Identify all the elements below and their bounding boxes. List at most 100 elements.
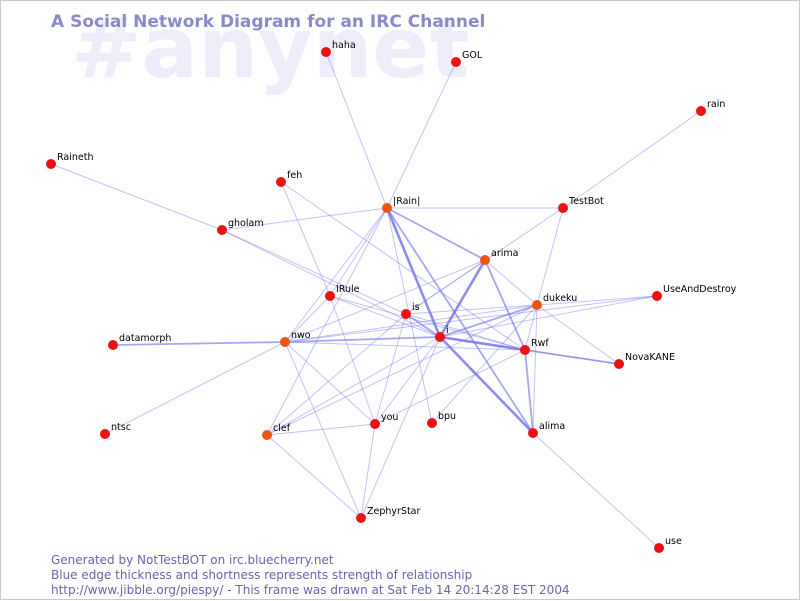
node-label-Rwf: Rwf bbox=[531, 338, 549, 349]
node-haha: haha bbox=[321, 40, 356, 57]
node-label-TestBot: TestBot bbox=[568, 196, 604, 207]
node-bpu: bpu bbox=[427, 411, 456, 428]
edge-i-Rwf bbox=[439, 335, 526, 352]
node-label-you: you bbox=[381, 412, 398, 423]
edge-i-gholam bbox=[221, 229, 441, 338]
node-dot-rain bbox=[696, 106, 706, 116]
edge-i-dukeku bbox=[439, 304, 538, 338]
node-you: you bbox=[370, 412, 398, 429]
edge-clef-dukeku bbox=[266, 304, 538, 436]
node-dot-Raineth bbox=[46, 159, 56, 169]
edge-Rain-gholam bbox=[221, 207, 388, 231]
node-Raineth: Raineth bbox=[46, 152, 93, 169]
edge-is-you bbox=[374, 313, 407, 425]
edge-i-is bbox=[405, 313, 441, 338]
edge-nwo-UseAndDestroy bbox=[284, 295, 658, 343]
edge-Rain-alima bbox=[386, 207, 534, 434]
node-label-bpu: bpu bbox=[438, 411, 456, 422]
node-ZephyrStar: ZephyrStar bbox=[356, 506, 421, 523]
node-label-GOL: GOL bbox=[462, 50, 483, 61]
node-use: use bbox=[654, 536, 682, 553]
edge-i-IRule bbox=[329, 295, 441, 338]
node-dot-UseAndDestroy bbox=[652, 291, 662, 301]
edge-nwo-ZephyrStar bbox=[284, 341, 362, 519]
node-label-rain: rain bbox=[707, 99, 725, 110]
node-dot-TestBot bbox=[558, 203, 568, 213]
edge-alima-use bbox=[532, 432, 660, 549]
edge-arima-Rwf bbox=[484, 259, 526, 351]
node-label-NovaKANE: NovaKANE bbox=[625, 352, 675, 363]
footer-line-url: http://www.jibble.org/piespy/ - This fra… bbox=[51, 583, 570, 597]
edge-dukeku-UseAndDestroy bbox=[536, 295, 658, 306]
edge-arima-dukeku bbox=[484, 259, 538, 306]
edge-dukeku-bpu bbox=[431, 304, 538, 424]
channel-watermark: #anynet bbox=[71, 0, 470, 97]
edge-i-ZephyrStar bbox=[360, 336, 441, 519]
node-label-clef: clef bbox=[273, 423, 291, 434]
node-dot-GOL bbox=[451, 57, 461, 67]
edge-feh-IRule bbox=[280, 181, 331, 297]
edge-nwo-you bbox=[284, 341, 376, 425]
diagram-title: A Social Network Diagram for an IRC Chan… bbox=[51, 12, 486, 32]
node-nwo: nwo bbox=[280, 330, 311, 347]
node-alima: alima bbox=[528, 421, 565, 438]
edge-Rain-arima bbox=[386, 207, 486, 261]
edge-IRule-Rwf bbox=[329, 295, 526, 351]
footer-text: Generated by NotTestBOT on irc.bluecherr… bbox=[51, 553, 570, 598]
edge-Rwf-alima bbox=[524, 349, 534, 434]
edge-clef-ZephyrStar bbox=[266, 434, 362, 519]
edge-TestBot-rain bbox=[562, 110, 702, 209]
edge-Rain-clef bbox=[266, 207, 388, 436]
edge-Rain-nwo bbox=[284, 207, 388, 343]
edge-Rain-IRule bbox=[329, 207, 388, 297]
node-i: i bbox=[435, 325, 449, 342]
edge-dukeku-nwo bbox=[284, 304, 538, 343]
node-label-ntsc: ntsc bbox=[111, 422, 131, 433]
node-dot-Rwf bbox=[520, 345, 530, 355]
node-GOL: GOL bbox=[451, 50, 483, 67]
edge-nwo-Rwf bbox=[284, 341, 526, 351]
edge-Raineth-gholam bbox=[50, 163, 223, 231]
node-ntsc: ntsc bbox=[100, 422, 131, 439]
edge-Rwf-you bbox=[374, 349, 526, 425]
node-dukeku: dukeku bbox=[532, 293, 577, 310]
edge-arima-nwo bbox=[284, 259, 486, 343]
footer-line-legend: Blue edge thickness and shortness repres… bbox=[51, 568, 473, 582]
node-datamorph: datamorph bbox=[108, 333, 171, 350]
node-label-UseAndDestroy: UseAndDestroy bbox=[663, 284, 737, 295]
node-is: is bbox=[401, 302, 420, 319]
node-dot-bpu bbox=[427, 418, 437, 428]
edge-feh-Rwf bbox=[280, 181, 526, 351]
node-dot-datamorph bbox=[108, 340, 118, 350]
node-UseAndDestroy: UseAndDestroy bbox=[652, 284, 737, 301]
node-dot-you bbox=[370, 419, 380, 429]
edge-Rwf-NovaKANE bbox=[524, 349, 620, 365]
node-dot-nwo bbox=[280, 337, 290, 347]
edge-gholam-is bbox=[221, 229, 407, 315]
node-dot-use bbox=[654, 543, 664, 553]
node-label-Rain: |Rain| bbox=[393, 196, 420, 207]
node-feh: feh bbox=[276, 170, 302, 187]
edge-nwo-IRule bbox=[284, 295, 331, 343]
node-IRule: IRule bbox=[325, 284, 360, 301]
node-dot-i bbox=[435, 332, 445, 342]
edge-nwo-datamorph bbox=[112, 341, 286, 346]
edge-clef-you bbox=[266, 423, 376, 436]
node-label-gholam: gholam bbox=[228, 218, 264, 229]
node-clef: clef bbox=[262, 423, 291, 440]
edge-Rain-haha bbox=[325, 51, 388, 209]
node-dot-feh bbox=[276, 177, 286, 187]
edge-i-UseAndDestroy bbox=[439, 295, 658, 338]
edge-Rain-GOL bbox=[386, 61, 457, 209]
node-TestBot: TestBot bbox=[558, 196, 604, 213]
node-dot-gholam bbox=[217, 225, 227, 235]
node-label-Raineth: Raineth bbox=[57, 152, 93, 163]
edge-you-ZephyrStar bbox=[360, 423, 376, 519]
node-rain: rain bbox=[696, 99, 725, 116]
edge-dukeku-is bbox=[405, 304, 538, 315]
node-label-dukeku: dukeku bbox=[543, 293, 577, 304]
edge-is-Rwf bbox=[405, 313, 526, 351]
